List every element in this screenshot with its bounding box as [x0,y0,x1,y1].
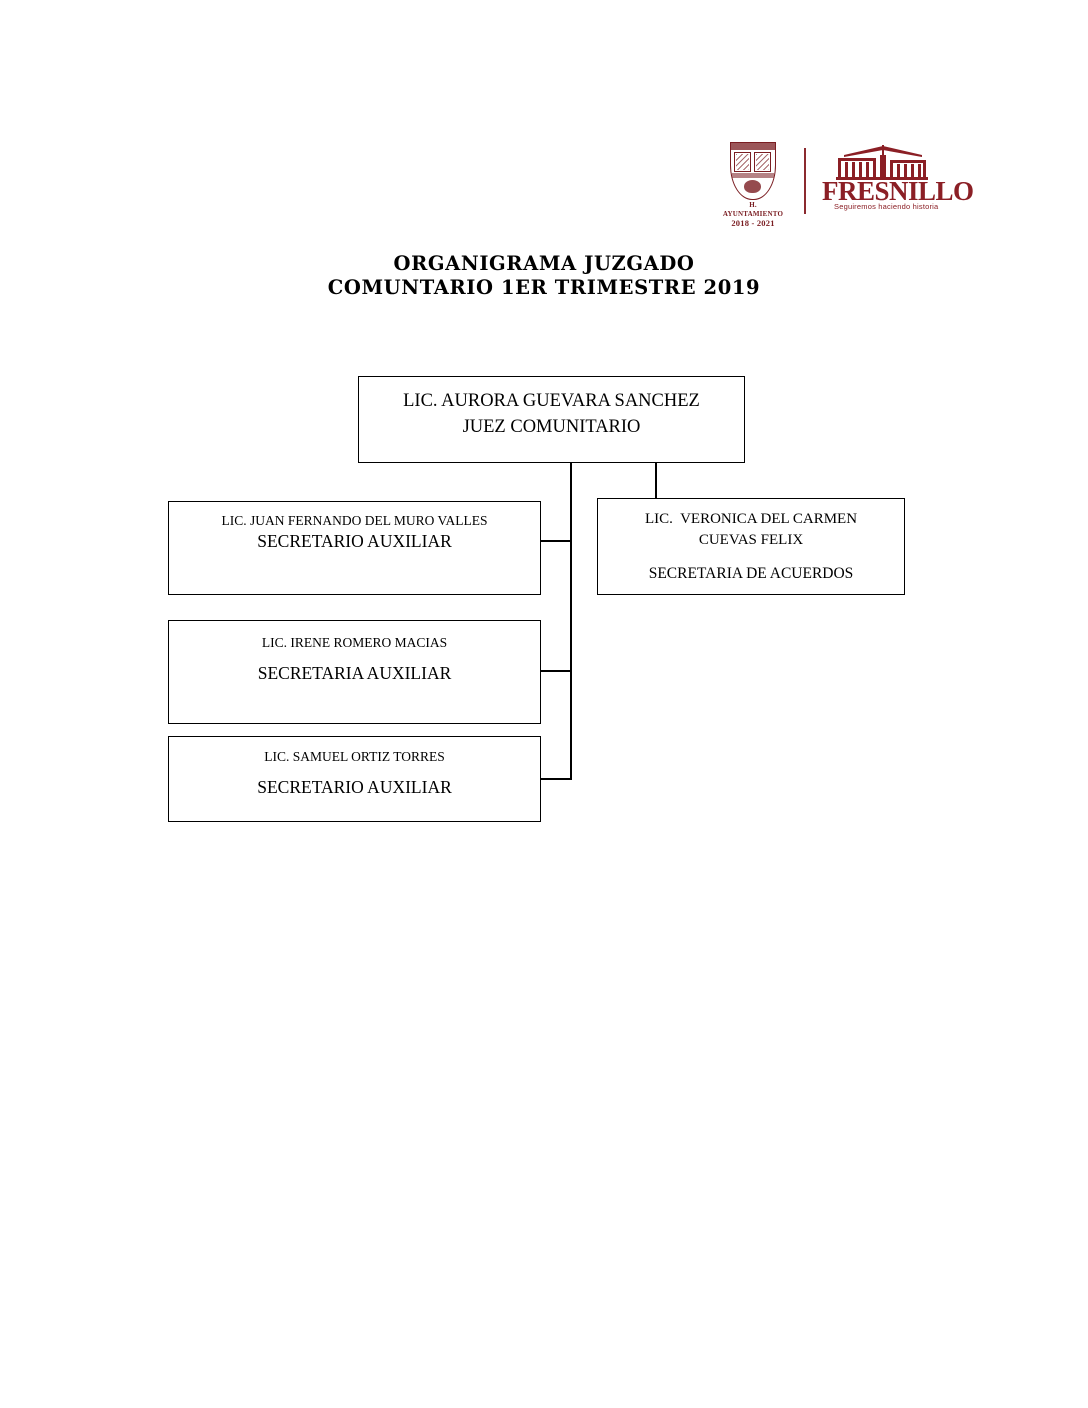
org-node-aux-3-title: SECRETARIO AUXILIAR [257,777,452,797]
org-node-secretaria-de-acuerdos: LIC. VERONICA DEL CARMEN CUEVAS FELIX SE… [597,498,905,595]
shield-hatch [736,154,749,170]
org-node-secretario-auxiliar-1: LIC. JUAN FERNANDO DEL MURO VALLES SECRE… [168,501,541,595]
org-node-secretaria-acuerdos-name-line2: CUEVAS FELIX [698,532,804,548]
page-title-line-2: COMUNTARIO 1ER TRIMESTRE 2019 [327,276,761,299]
h-ayuntamiento-shield-icon: H. AYUNTAMIENTO 2018 - 2021 [722,142,784,228]
shield-hatch [756,154,769,170]
connector-spine-vertical [570,461,573,780]
shield-caption-line2: 2018 - 2021 [731,218,775,228]
fresnillo-tagline: Seguiremos haciendo historia [834,202,939,211]
org-node-aux-2-title: SECRETARIA AUXILIAR [257,663,452,683]
org-node-secretaria-acuerdos-title: SECRETARIA DE ACUERDOS [648,565,854,582]
org-node-spacer [169,766,540,776]
shield-quadrant-left [734,152,751,172]
org-node-spacer [598,551,904,563]
shield-shape [730,142,776,200]
org-node-aux-3-name: LIC. SAMUEL ORTIZ TORRES [264,749,445,764]
org-node-aux-1-name: LIC. JUAN FERNANDO DEL MURO VALLES [221,513,488,528]
org-node-aux-2-name: LIC. IRENE ROMERO MACIAS [261,635,448,650]
shield-top-band [731,143,775,150]
shield-caption: H. AYUNTAMIENTO 2018 - 2021 [722,201,784,228]
org-node-juez-comunitario: LIC. AURORA GUEVARA SANCHEZ JUEZ COMUNIT… [358,376,745,463]
page-title: ORGANIGRAMA JUZGADO COMUNTARIO 1ER TRIME… [0,252,1088,300]
shield-mid-band [732,173,774,178]
org-node-spacer [169,652,540,662]
org-node-secretaria-auxiliar-2: LIC. IRENE ROMERO MACIAS SECRETARIA AUXI… [168,620,541,724]
org-node-aux-1-title: SECRETARIO AUXILIAR [257,531,452,551]
shield-quadrant-right [754,152,771,172]
org-node-juez-name: LIC. AURORA GUEVARA SANCHEZ [403,391,700,411]
org-node-juez-title: JUEZ COMUNITARIO [462,417,641,437]
connector-to-secretaria-acuerdos [655,461,658,499]
connector-to-aux-1 [539,540,572,543]
connector-to-aux-2 [539,670,572,673]
shield-caption-line1: H. AYUNTAMIENTO [722,201,784,218]
fresnillo-arcade-icon [836,145,928,180]
org-node-secretaria-acuerdos-name: LIC. VERONICA DEL CARMEN [644,511,858,527]
logo-divider [804,148,806,214]
org-node-secretario-auxiliar-3: LIC. SAMUEL ORTIZ TORRES SECRETARIO AUXI… [168,736,541,822]
shield-emblem [744,180,761,193]
page-title-line-1: ORGANIGRAMA JUZGADO [393,252,695,275]
connector-to-aux-3 [539,778,572,781]
